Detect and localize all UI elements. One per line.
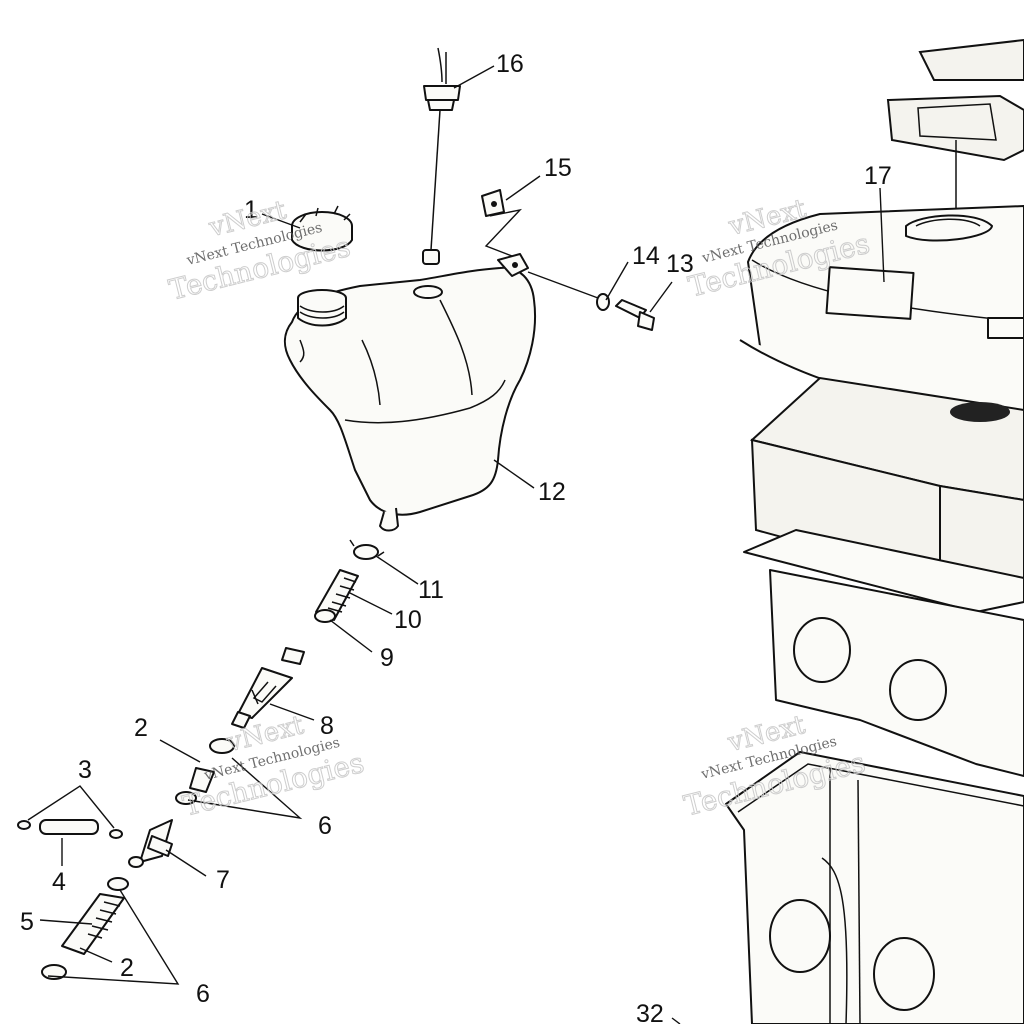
leader-6-lower [47,889,180,985]
hose-5 [41,877,129,980]
callout-2-lower: 2 [120,954,134,982]
callout-17: 17 [864,162,892,190]
leader-8 [269,703,315,721]
clamp-6-upper [209,738,235,754]
callout-14: 14 [632,242,660,270]
callout-1: 1 [244,196,258,224]
fuel-filter [231,667,293,729]
callout-13: 13 [666,250,694,278]
fuel-tank [284,253,537,532]
callout-6-upper: 6 [318,812,332,840]
airbox-base [725,751,1024,1024]
hose-2-upper [175,767,215,805]
leader-10 [347,591,393,615]
callout-2-upper: 2 [134,714,148,742]
leader-17 [879,187,885,283]
leader-12 [493,459,535,489]
callout-15: 15 [544,154,572,182]
leader-15 [505,175,541,201]
leader-2-upper [159,739,201,763]
callout-12: 12 [538,478,566,506]
leader-32 [671,1017,681,1024]
callout-5: 5 [20,908,34,936]
clamp-11 [349,539,385,560]
leader-16 [453,65,495,89]
washer-and-bolt [527,271,655,331]
callout-3: 3 [78,756,92,784]
leader-14 [605,261,629,301]
fuel-cap [291,205,353,252]
leader-13 [649,281,673,313]
callout-11: 11 [418,576,444,604]
leader-9 [329,619,373,653]
airbox-intake-duct [886,38,1024,210]
callout-6-lower: 6 [196,980,210,1008]
tee-fitting [128,819,173,868]
leader-2-lower [79,947,113,963]
leader-7 [165,849,207,877]
callout-9: 9 [380,644,394,672]
callout-4: 4 [52,868,66,896]
hose-9 [281,647,305,665]
callout-7: 7 [216,866,230,894]
callout-10: 10 [394,606,422,634]
leader-6-upper [187,757,303,820]
grommet [481,189,523,257]
fuel-sender [422,47,461,265]
airbox-cover [739,205,1024,421]
callout-8: 8 [320,712,334,740]
airbox-frame [769,569,1024,777]
callout-32: 32 [636,1000,664,1024]
hose-4 [17,819,123,839]
leader-11 [375,555,419,585]
hose-10 [314,569,359,623]
leader-3 [27,785,115,829]
callout-16: 16 [496,50,524,78]
leader-1 [261,213,301,229]
leader-5 [39,919,93,925]
